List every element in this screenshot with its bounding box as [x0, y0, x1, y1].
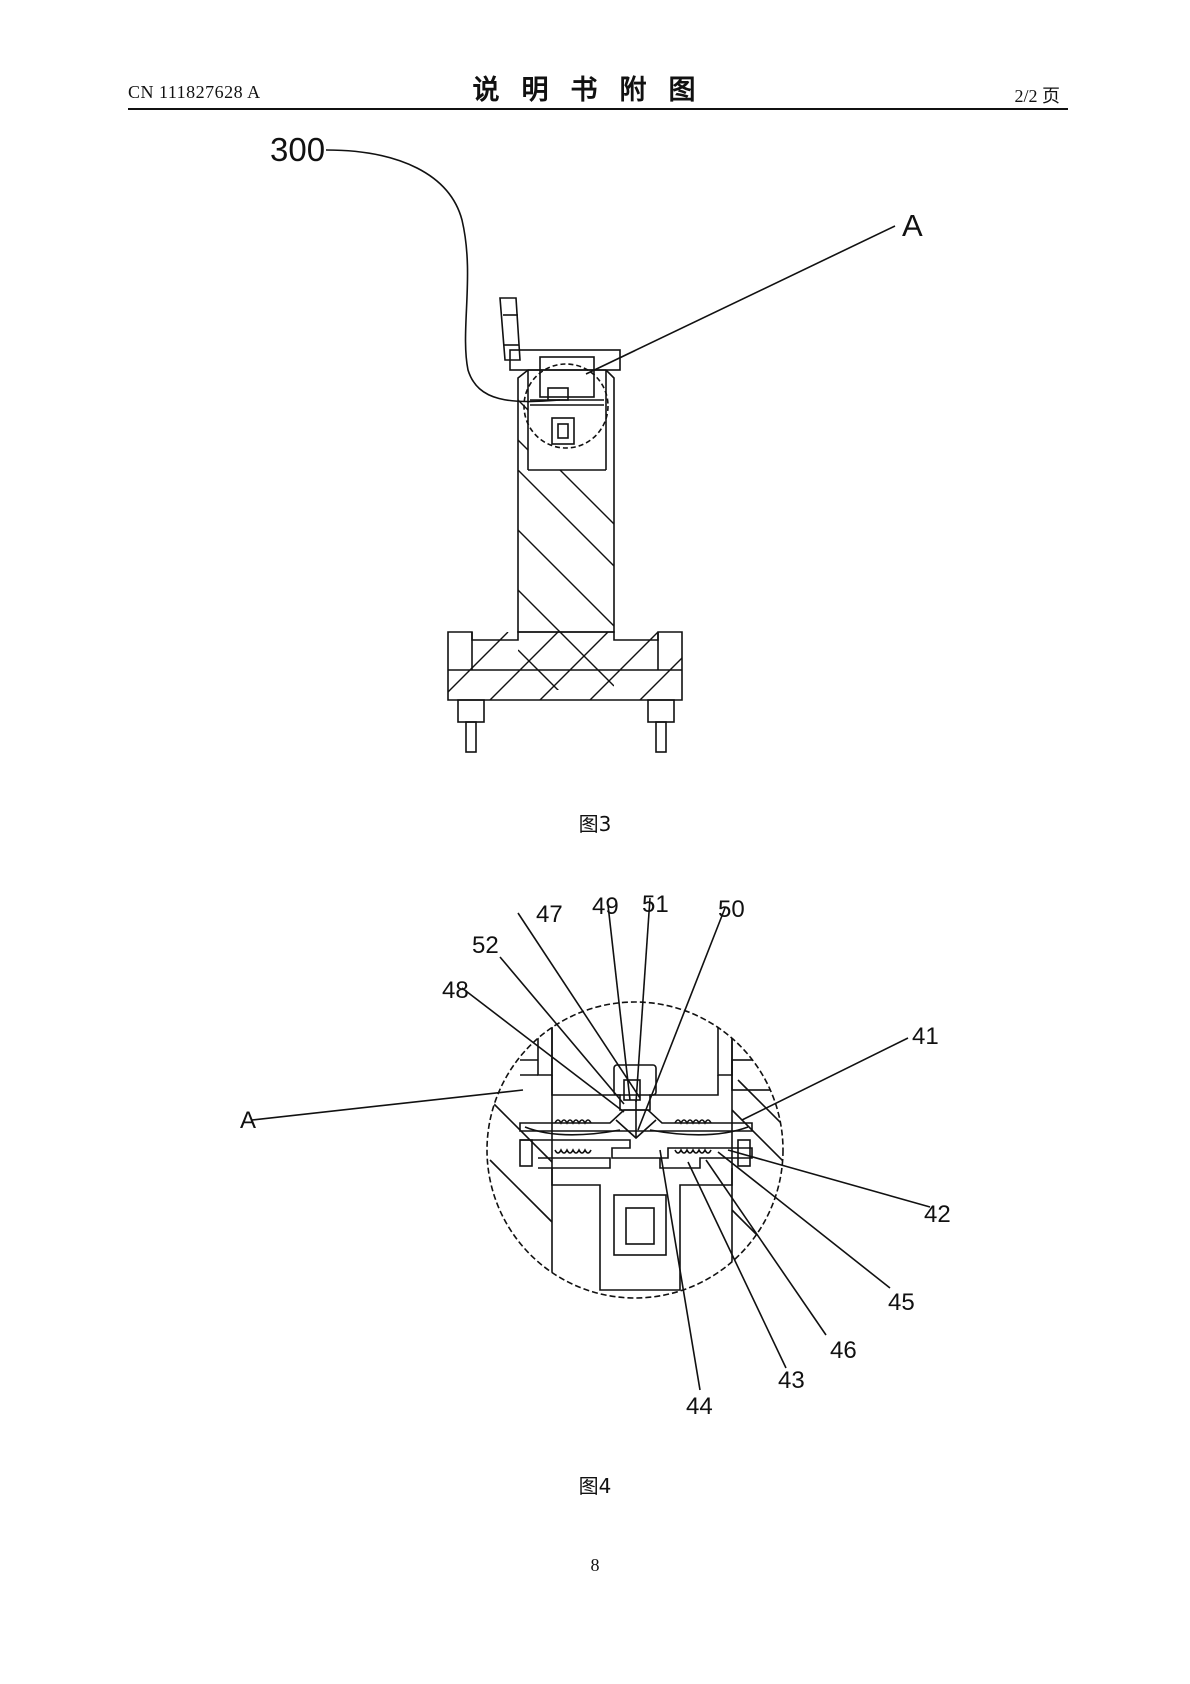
- document-title: 说明书附图: [472, 75, 718, 106]
- figure-3-drawing: [325, 149, 896, 753]
- figure-3-caption: 图3: [578, 812, 612, 836]
- page-number: 8: [590, 1555, 600, 1575]
- label-41: 41: [912, 1023, 939, 1050]
- left-foot-pin: [465, 721, 477, 753]
- label-44: 44: [686, 1393, 713, 1420]
- detail-circle-A: [523, 363, 609, 449]
- wire-300: [325, 149, 561, 403]
- plate-lower: [520, 1139, 753, 1169]
- patent-number: CN 111827628 A: [128, 82, 261, 102]
- label-49: 49: [592, 893, 619, 920]
- figure-4-drawing: [251, 897, 931, 1391]
- header-rule: [128, 108, 1068, 110]
- right-foot-pin: [655, 721, 667, 753]
- lens-left: [524, 1126, 621, 1136]
- figure-4-caption: 图4: [578, 1474, 612, 1498]
- label-48: 48: [442, 977, 469, 1004]
- column: [517, 369, 615, 633]
- label-50: 50: [718, 896, 745, 923]
- label-45: 45: [888, 1289, 915, 1316]
- label-43: 43: [778, 1367, 805, 1394]
- leader-A-fig3: [585, 225, 896, 375]
- page-indicator: 2/2 页: [1014, 86, 1060, 106]
- label-46: 46: [830, 1337, 857, 1364]
- label-A-fig3: A: [902, 208, 923, 243]
- label-51: 51: [642, 891, 669, 918]
- label-A-fig4: A: [240, 1107, 256, 1134]
- plate-upper: [519, 1109, 753, 1132]
- lens-right: [649, 1126, 749, 1136]
- left-foot-top: [457, 699, 485, 723]
- top-plate: [509, 349, 621, 371]
- upper-head: [539, 356, 595, 398]
- label-52: 52: [472, 932, 499, 959]
- label-300: 300: [270, 131, 325, 168]
- left-bracket: [499, 297, 521, 361]
- top-cap: [613, 1064, 657, 1096]
- label-42: 42: [924, 1201, 951, 1228]
- right-foot-top: [647, 699, 675, 723]
- detail-circle-enlarged: [486, 1001, 784, 1299]
- label-47: 47: [536, 901, 563, 928]
